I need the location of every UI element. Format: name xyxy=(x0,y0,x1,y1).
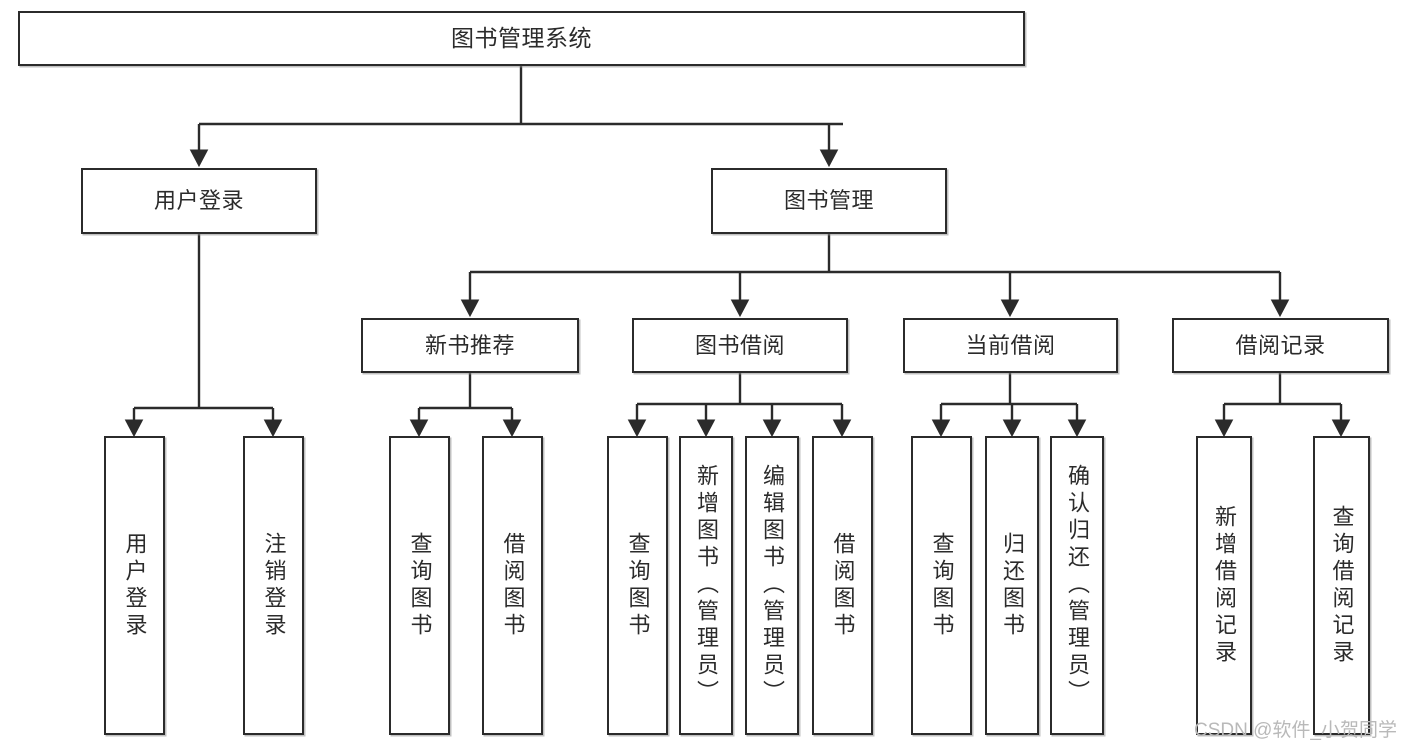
node-label: 当前借阅 xyxy=(965,332,1056,358)
watermark: CSDN @软件_小贺同学 xyxy=(1194,720,1397,741)
node-label: 确认归还（管理员） xyxy=(1065,464,1090,707)
node-user-login[interactable]: 用户登录 xyxy=(81,168,317,234)
node-leaf-query-book-3[interactable]: 查询图书 xyxy=(911,436,972,735)
node-label: 借阅记录 xyxy=(1235,332,1326,358)
node-leaf-confirm-return[interactable]: 确认归还（管理员） xyxy=(1050,436,1104,735)
node-label: 图书管理系统 xyxy=(451,25,592,52)
node-label: 归还图书 xyxy=(1000,531,1025,640)
node-leaf-query-record[interactable]: 查询借阅记录 xyxy=(1313,436,1370,735)
node-book-borrow[interactable]: 图书借阅 xyxy=(632,318,848,373)
node-root-system[interactable]: 图书管理系统 xyxy=(18,11,1025,66)
node-leaf-borrow-book-2[interactable]: 借阅图书 xyxy=(812,436,873,735)
node-label: 查询图书 xyxy=(625,531,651,640)
node-label: 借阅图书 xyxy=(500,531,526,640)
node-label: 新书推荐 xyxy=(424,332,515,358)
node-leaf-add-record[interactable]: 新增借阅记录 xyxy=(1196,436,1252,735)
node-leaf-borrow-book-1[interactable]: 借阅图书 xyxy=(482,436,543,735)
node-leaf-edit-book[interactable]: 编辑图书（管理员） xyxy=(745,436,799,735)
node-leaf-user-login[interactable]: 用户登录 xyxy=(104,436,165,735)
node-label: 图书管理 xyxy=(783,188,874,214)
node-current-borrow[interactable]: 当前借阅 xyxy=(903,318,1118,373)
node-leaf-return-book[interactable]: 归还图书 xyxy=(985,436,1039,735)
node-borrow-record[interactable]: 借阅记录 xyxy=(1172,318,1389,373)
node-label: 新增借阅记录 xyxy=(1212,504,1237,667)
node-leaf-logout-login[interactable]: 注销登录 xyxy=(243,436,304,735)
node-label: 新增图书（管理员） xyxy=(694,464,719,707)
node-label: 图书借阅 xyxy=(694,332,785,358)
node-book-management[interactable]: 图书管理 xyxy=(711,168,947,234)
node-label: 注销登录 xyxy=(261,531,287,640)
node-leaf-add-book[interactable]: 新增图书（管理员） xyxy=(679,436,733,735)
node-new-book-recommend[interactable]: 新书推荐 xyxy=(361,318,579,373)
node-label: 借阅图书 xyxy=(830,531,856,640)
node-label: 用户登录 xyxy=(153,188,244,214)
node-leaf-query-book-2[interactable]: 查询图书 xyxy=(607,436,668,735)
node-label: 用户登录 xyxy=(122,531,148,640)
node-label: 查询图书 xyxy=(407,531,433,640)
node-label: 查询借阅记录 xyxy=(1329,504,1355,667)
node-label: 编辑图书（管理员） xyxy=(760,464,785,707)
node-leaf-query-book-1[interactable]: 查询图书 xyxy=(389,436,450,735)
node-label: 查询图书 xyxy=(929,531,955,640)
